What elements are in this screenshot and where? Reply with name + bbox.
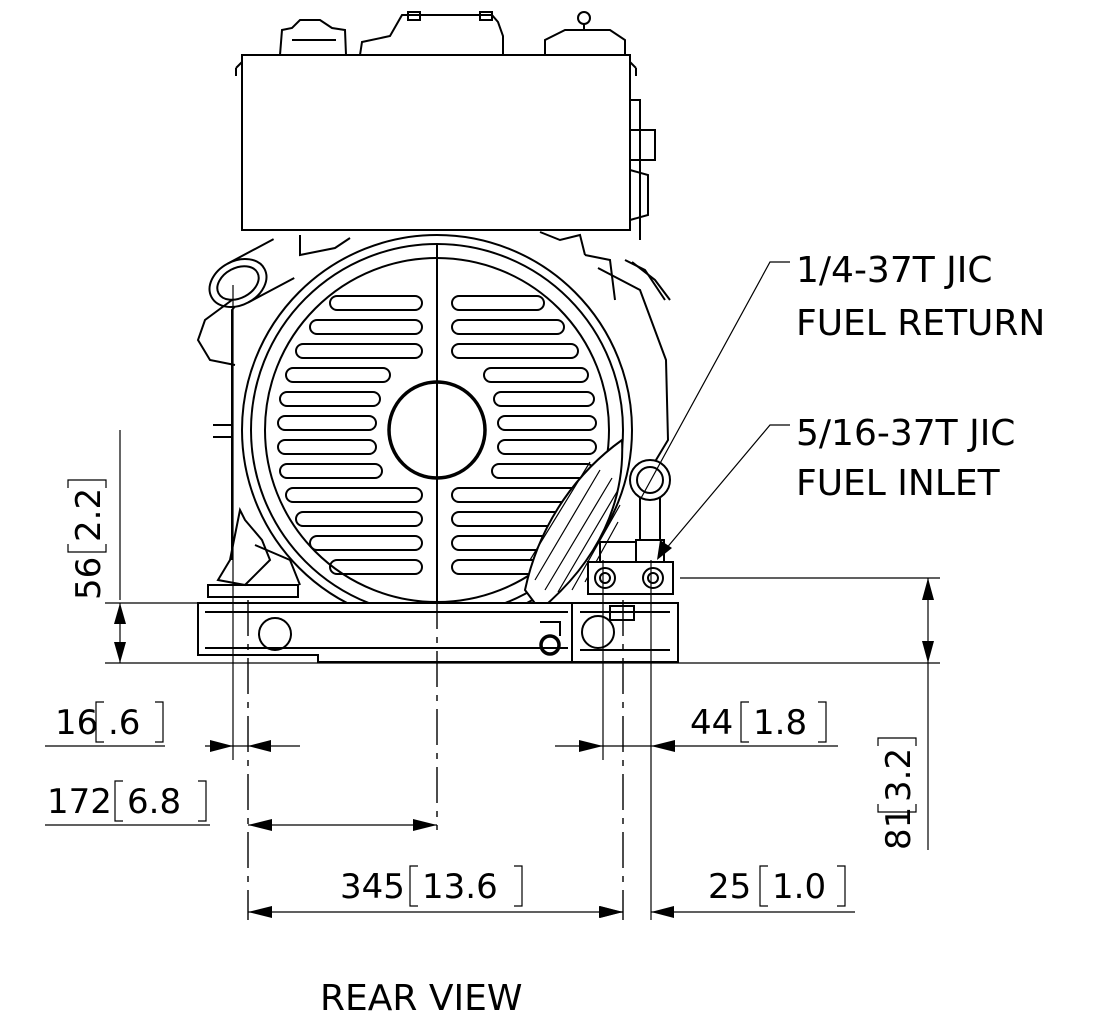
dimension-172 <box>45 819 437 831</box>
dim-16-mm: 16 <box>55 703 98 743</box>
vent-slots-left <box>277 295 423 575</box>
dimension-44 <box>555 740 838 752</box>
dim-16-in: .6 <box>108 703 140 743</box>
dim-81-mm: 81 <box>879 807 919 850</box>
leader-fuel-inlet <box>657 424 790 560</box>
dim-label-172: 172 6.8 <box>47 780 207 822</box>
dim-label-25: 25 1.0 <box>708 865 846 907</box>
dim-label-81: 81 3.2 <box>877 737 919 850</box>
dim-172-mm: 172 <box>47 782 112 822</box>
fuel-return-size: 1/4-37T JIC <box>796 250 993 291</box>
dimension-56 <box>114 603 126 663</box>
dim-81-in: 3.2 <box>879 748 919 802</box>
dimension-25 <box>600 906 855 918</box>
dim-44-mm: 44 <box>690 703 733 743</box>
engine-body <box>196 11 679 663</box>
dim-25-mm: 25 <box>708 867 751 907</box>
dim-345-in: 13.6 <box>422 867 498 907</box>
dim-label-16: 16 .6 <box>55 701 164 743</box>
leader-fuel-return <box>639 261 790 501</box>
dimension-16 <box>45 740 300 752</box>
dim-label-345: 345 13.6 <box>340 865 523 907</box>
fuel-inlet-label: FUEL INLET <box>796 463 1001 504</box>
extension-lines <box>105 245 940 920</box>
dimension-81 <box>922 578 934 663</box>
dim-56-mm: 56 <box>69 557 109 600</box>
dim-345-mm: 345 <box>340 867 405 907</box>
dim-44-in: 1.8 <box>753 703 807 743</box>
dimension-345 <box>248 906 623 918</box>
dim-25-in: 1.0 <box>772 867 826 907</box>
fuel-inlet-size: 5/16-37T JIC <box>796 413 1015 454</box>
dim-172-in: 6.8 <box>127 782 181 822</box>
fuel-return-label: FUEL RETURN <box>796 303 1045 344</box>
dim-label-44: 44 1.8 <box>690 701 827 743</box>
dim-label-56: 56 2.2 <box>67 479 109 600</box>
view-title: REAR VIEW <box>320 978 522 1019</box>
dim-56-in: 2.2 <box>69 488 109 542</box>
